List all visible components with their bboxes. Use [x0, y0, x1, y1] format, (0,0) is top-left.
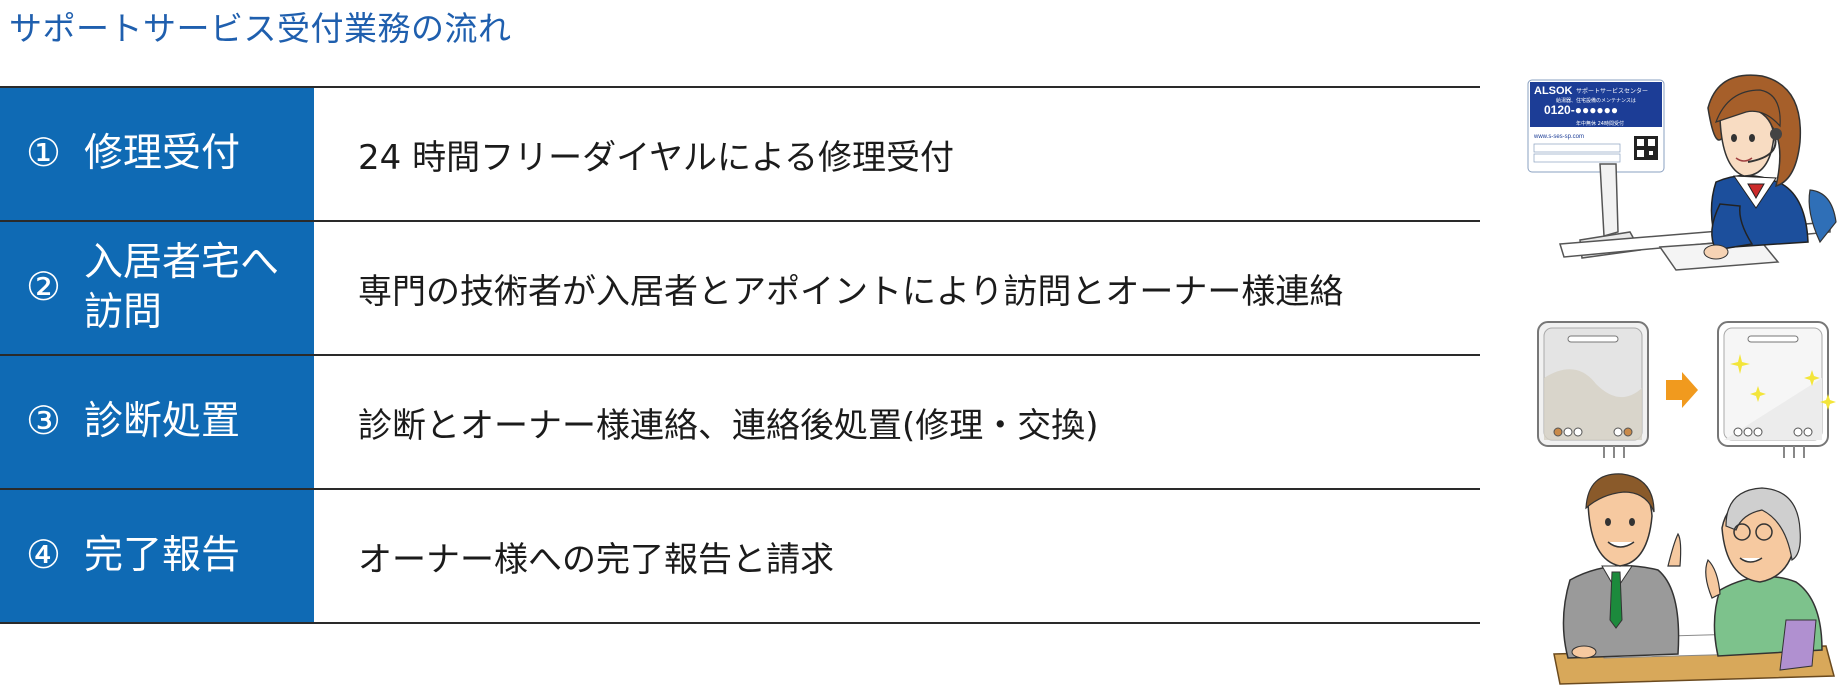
flow-row-4: ④ 完了報告 オーナー様への完了報告と請求 [0, 488, 1480, 624]
step-title: 診断処置 [84, 399, 241, 445]
step-description: オーナー様への完了報告と請求 [358, 539, 834, 580]
sticker-phone: 0120-●●●●●● [1544, 103, 1618, 117]
step-label-4: ④ 完了報告 [0, 490, 314, 622]
step-description: 診断とオーナー様連絡、連絡後処置(修理・交換) [358, 405, 1099, 446]
step-label-2: ② 入居者宅へ 訪問 [0, 222, 314, 354]
flow-row-1: ① 修理受付 24 時間フリーダイヤルによる修理受付 [0, 86, 1480, 220]
water-heater-after [1717, 321, 1836, 458]
flow-row-2: ② 入居者宅へ 訪問 専門の技術者が入居者とアポイントにより訪問とオーナー様連絡 [0, 220, 1480, 354]
step-label-3: ③ 診断処置 [0, 356, 314, 488]
consultation-illustration [1553, 473, 1835, 685]
step-number: ④ [26, 533, 61, 579]
operator-illustration: ALSOK サポートサービスセンター 給湯器、住宅設備のメンテナンスは 0120… [1527, 74, 1837, 271]
water-heater-before [1537, 321, 1649, 458]
sticker-hours: 年中無休 24時間受付 [1576, 120, 1624, 127]
sticker-header: サポートサービスセンター [1576, 87, 1648, 95]
step-label-1: ① 修理受付 [0, 88, 314, 220]
step-description: 専門の技術者が入居者とアポイントにより訪問とオーナー様連絡 [358, 271, 1344, 312]
step-number: ② [26, 265, 61, 311]
flow-row-3: ③ 診断処置 診断とオーナー様連絡、連絡後処置(修理・交換) [0, 354, 1480, 488]
step-title: 完了報告 [84, 533, 241, 579]
page-title: サポートサービス受付業務の流れ [9, 9, 512, 48]
sticker-subheader: 給湯器、住宅設備のメンテナンスは [1556, 97, 1636, 104]
step-title: 修理受付 [84, 131, 241, 177]
sticker-brand: ALSOK [1534, 85, 1573, 97]
step-description: 24 時間フリーダイヤルによる修理受付 [358, 137, 955, 178]
sticker-url: www.s-ses-sp.com [1533, 134, 1584, 140]
step-title: 入居者宅へ 訪問 [84, 240, 280, 335]
step-number: ① [26, 131, 61, 177]
arrow-right-icon [1666, 372, 1698, 408]
support-sticker: ALSOK サポートサービスセンター 給湯器、住宅設備のメンテナンスは 0120… [1527, 79, 1665, 173]
step-number: ③ [26, 399, 61, 445]
flow-table: ① 修理受付 24 時間フリーダイヤルによる修理受付 ② 入居者宅へ 訪問 専門… [0, 86, 1480, 624]
